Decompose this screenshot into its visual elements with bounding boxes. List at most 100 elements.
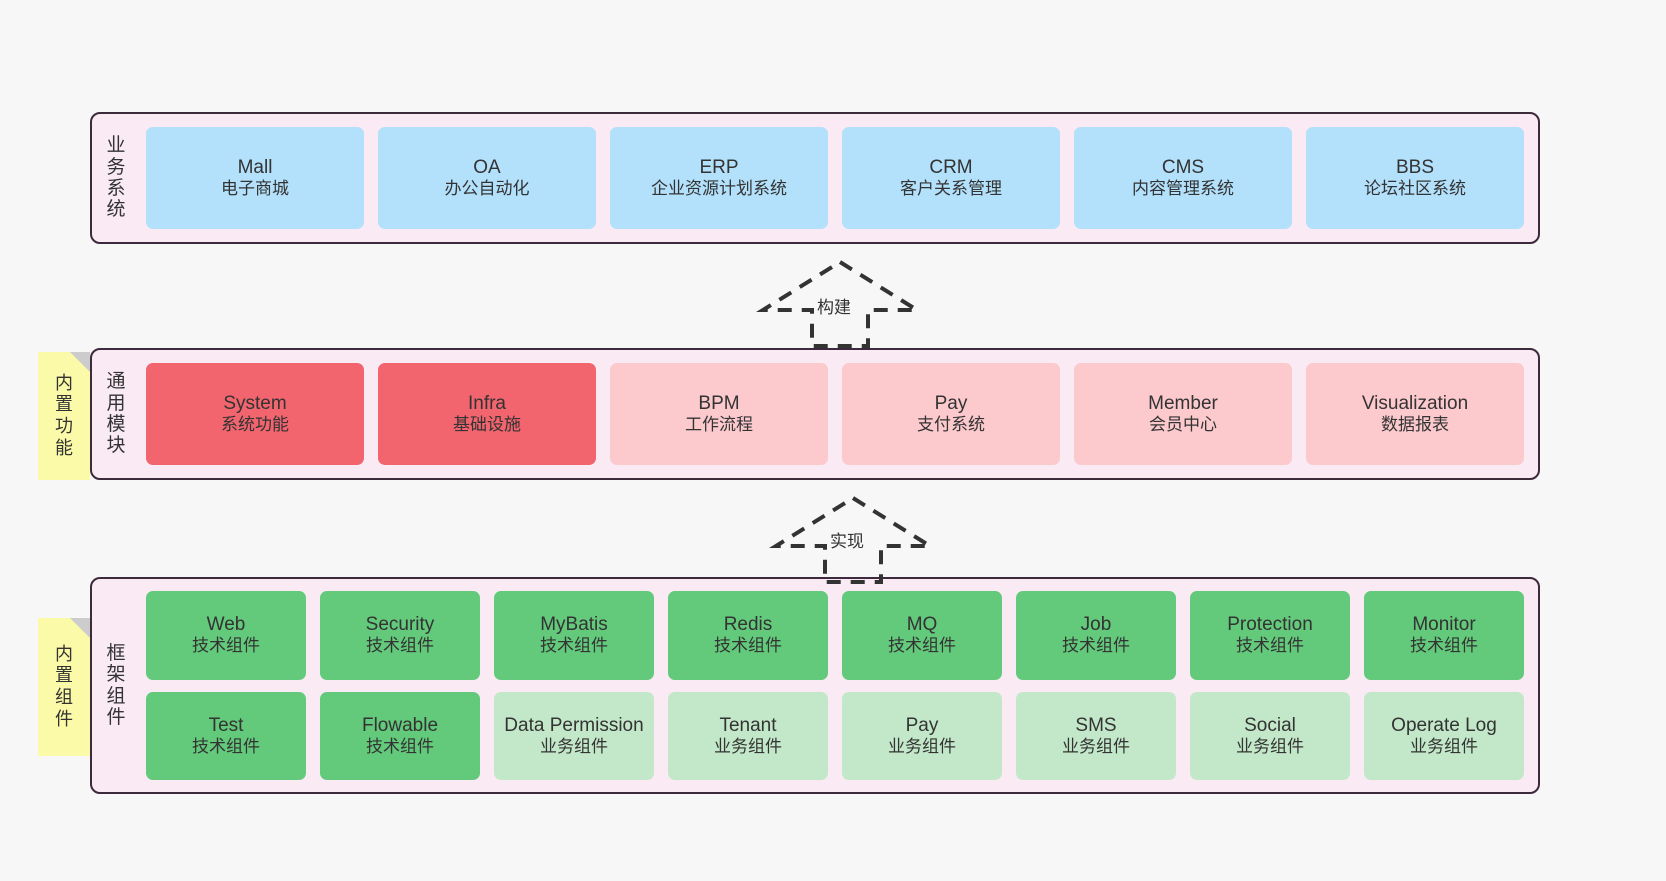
module-name: ERP	[699, 157, 739, 179]
layer-title-common-modules: 通 用 模 块	[92, 350, 136, 478]
module-box-member[interactable]: Member 会员中心	[1074, 363, 1292, 465]
note-char: 内	[55, 372, 73, 393]
module-subtitle: 电子商城	[221, 179, 289, 199]
module-name: Data Permission	[504, 714, 644, 736]
module-box-mq[interactable]: MQ 技术组件	[842, 591, 1002, 680]
module-name: BPM	[698, 393, 740, 415]
module-subtitle: 会员中心	[1149, 415, 1217, 435]
module-box-cms[interactable]: CMS 内容管理系统	[1074, 127, 1292, 229]
note-char: 置	[55, 665, 73, 686]
module-subtitle: 工作流程	[685, 415, 753, 435]
module-box-test[interactable]: Test 技术组件	[146, 691, 306, 780]
module-subtitle: 技术组件	[714, 636, 782, 656]
module-box-data-permission[interactable]: Data Permission 业务组件	[494, 691, 654, 780]
layer-panel-common-modules: 通 用 模 块 System 系统功能 Infra 基础设施 BPM 工作流程	[90, 348, 1540, 480]
layer-title-char: 框	[106, 642, 126, 664]
layer-title-char: 业	[106, 135, 126, 157]
layer-title-char: 用	[106, 392, 126, 414]
module-name: Social	[1244, 714, 1296, 736]
module-subtitle: 技术组件	[540, 636, 608, 656]
layer-title-framework-components: 框 架 组 件	[92, 579, 136, 792]
module-subtitle: 支付系统	[917, 415, 985, 435]
layer-body-common-modules: System 系统功能 Infra 基础设施 BPM 工作流程 Pay 支付系统…	[136, 350, 1538, 478]
module-subtitle: 基础设施	[453, 415, 521, 435]
module-subtitle: 技术组件	[192, 736, 260, 756]
module-box-redis[interactable]: Redis 技术组件	[668, 591, 828, 680]
module-box-sms[interactable]: SMS 业务组件	[1016, 691, 1176, 780]
module-name: Flowable	[361, 714, 439, 736]
module-subtitle: 技术组件	[1410, 636, 1478, 656]
connector-implement-arrow	[769, 495, 937, 584]
layer-panel-business-system: 业 务 系 统 Mall 电子商城 OA 办公自动化 ERP 企业资源计划系统	[90, 112, 1540, 244]
layer-title-char: 模	[106, 414, 126, 435]
connector-implement-label: 实现	[830, 532, 864, 551]
module-subtitle: 业务组件	[1236, 736, 1304, 756]
module-box-oa[interactable]: OA 办公自动化	[378, 127, 596, 229]
module-row: Mall 电子商城 OA 办公自动化 ERP 企业资源计划系统 CRM 客户关系…	[146, 127, 1524, 229]
module-name: CRM	[929, 157, 973, 179]
module-box-erp[interactable]: ERP 企业资源计划系统	[610, 127, 828, 229]
module-name: Pay	[934, 393, 968, 415]
note-fold-corner-icon	[70, 352, 90, 372]
module-name: Job	[1080, 614, 1112, 636]
note-char: 内	[55, 643, 73, 664]
module-subtitle: 技术组件	[888, 636, 956, 656]
module-name: Mall	[237, 157, 273, 179]
module-box-pay[interactable]: Pay 支付系统	[842, 363, 1060, 465]
module-subtitle: 业务组件	[888, 736, 956, 756]
module-box-bpm[interactable]: BPM 工作流程	[610, 363, 828, 465]
layer-title-char: 通	[106, 371, 126, 393]
module-box-mall[interactable]: Mall 电子商城	[146, 127, 364, 229]
module-subtitle: 业务组件	[714, 736, 782, 756]
module-name: Monitor	[1412, 614, 1476, 636]
note-built-in-components: 内 置 组 件	[38, 618, 90, 756]
module-box-mybatis[interactable]: MyBatis 技术组件	[494, 591, 654, 680]
layer-title-char: 块	[106, 435, 126, 457]
module-name: Security	[365, 614, 435, 636]
layer-title-char: 务	[106, 156, 126, 178]
module-subtitle: 论坛社区系统	[1364, 179, 1466, 199]
module-box-tenant[interactable]: Tenant 业务组件	[668, 691, 828, 780]
module-name: Visualization	[1361, 393, 1469, 415]
module-name: SMS	[1075, 714, 1117, 736]
module-box-bbs[interactable]: BBS 论坛社区系统	[1306, 127, 1524, 229]
module-box-operate-log[interactable]: Operate Log 业务组件	[1364, 691, 1524, 780]
note-char: 置	[55, 394, 73, 415]
module-box-web[interactable]: Web 技术组件	[146, 591, 306, 680]
module-name: BBS	[1395, 157, 1435, 179]
module-subtitle: 业务组件	[1410, 736, 1478, 756]
module-name: Member	[1148, 393, 1218, 415]
module-box-social[interactable]: Social 业务组件	[1190, 691, 1350, 780]
module-subtitle: 系统功能	[221, 415, 289, 435]
module-box-job[interactable]: Job 技术组件	[1016, 591, 1176, 680]
module-box-monitor[interactable]: Monitor 技术组件	[1364, 591, 1524, 680]
layer-title-char: 架	[106, 664, 126, 686]
module-name: System	[223, 393, 287, 415]
module-subtitle: 业务组件	[1062, 736, 1130, 756]
module-box-protection[interactable]: Protection 技术组件	[1190, 591, 1350, 680]
module-box-security[interactable]: Security 技术组件	[320, 591, 480, 680]
note-char: 组	[55, 687, 73, 707]
note-fold-corner-icon	[70, 618, 90, 638]
module-subtitle: 业务组件	[540, 736, 608, 756]
module-name: OA	[473, 157, 501, 179]
module-box-crm[interactable]: CRM 客户关系管理	[842, 127, 1060, 229]
module-box-visualization[interactable]: Visualization 数据报表	[1306, 363, 1524, 465]
module-name: Pay	[905, 714, 939, 736]
note-char: 功	[55, 416, 73, 436]
module-subtitle: 技术组件	[1236, 636, 1304, 656]
module-subtitle: 数据报表	[1381, 415, 1449, 435]
module-row: System 系统功能 Infra 基础设施 BPM 工作流程 Pay 支付系统…	[146, 363, 1524, 465]
note-built-in-functions: 内 置 功 能	[38, 352, 90, 480]
module-box-flowable[interactable]: Flowable 技术组件	[320, 691, 480, 780]
module-box-infra[interactable]: Infra 基础设施	[378, 363, 596, 465]
layer-title-char: 统	[106, 199, 126, 221]
module-name: Operate Log	[1391, 714, 1497, 736]
module-box-system[interactable]: System 系统功能	[146, 363, 364, 465]
module-name: Infra	[467, 393, 507, 415]
module-subtitle: 技术组件	[366, 636, 434, 656]
connector-build-arrow	[756, 259, 924, 348]
module-name: Redis	[723, 614, 773, 636]
module-box-pay-business[interactable]: Pay 业务组件	[842, 691, 1002, 780]
